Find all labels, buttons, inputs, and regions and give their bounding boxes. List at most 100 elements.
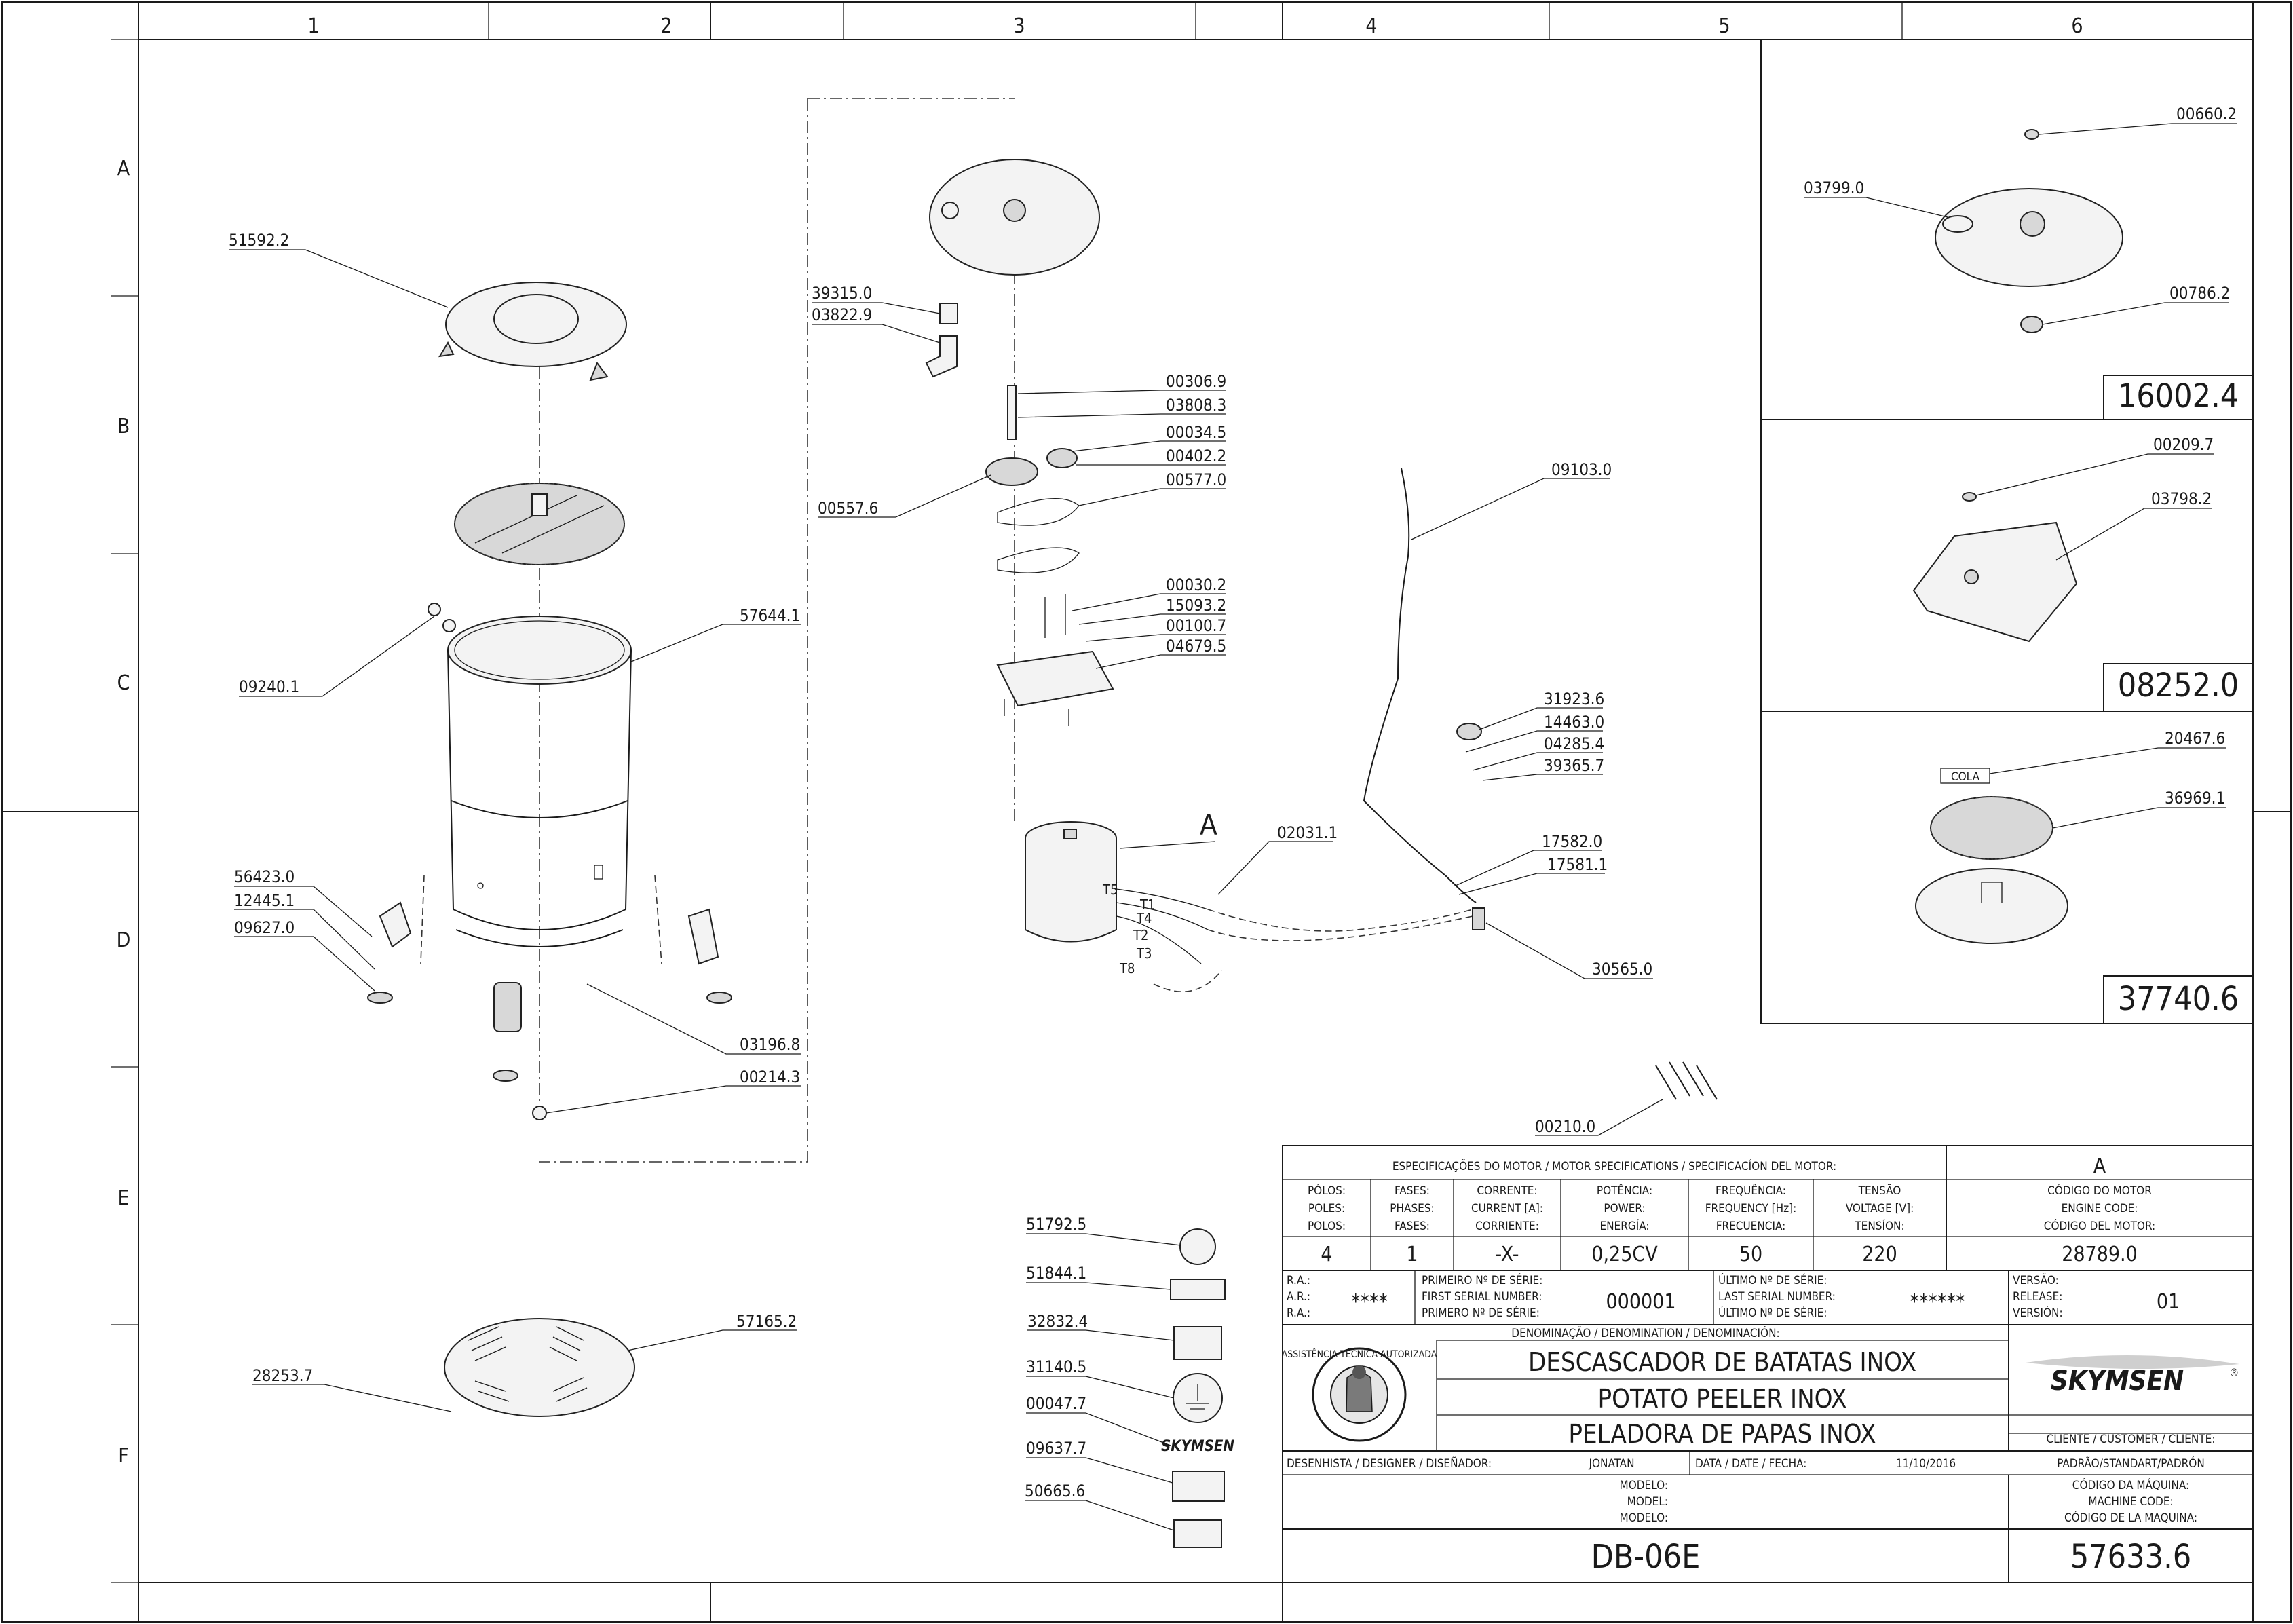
part-callouts: 51592.2 57644.1 09240.1 56423.0 12445.1 …: [229, 105, 2237, 1531]
svg-text:39365.7: 39365.7: [1544, 756, 1604, 775]
kit-code-1: 16002.4: [2118, 377, 2239, 415]
svg-text:32832.4: 32832.4: [1027, 1312, 1088, 1331]
callout-00306-9: 00306.9: [1017, 372, 1226, 394]
first-serial-label-pt: PRIMEIRO Nº DE SÉRIE:: [1422, 1272, 1542, 1287]
first-serial-label-es: PRIMERO Nº DE SÉRIE:: [1422, 1305, 1540, 1320]
svg-text:17581.1: 17581.1: [1547, 855, 1608, 874]
svg-text:14463.0: 14463.0: [1544, 713, 1604, 732]
callout-12445-1: 12445.1: [234, 891, 375, 970]
callout-00786-2: 00786.2: [2042, 284, 2230, 325]
grid-row-labels: A B C D E F: [117, 157, 131, 1468]
svg-text:12445.1: 12445.1: [234, 891, 295, 910]
grid-row-e: E: [117, 1186, 129, 1210]
callout-00034-5: 00034.5: [1072, 423, 1226, 452]
callout-28253-7: 28253.7: [252, 1366, 452, 1412]
revision-letter: A: [2093, 1154, 2106, 1178]
svg-text:02031.1: 02031.1: [1277, 823, 1338, 842]
grid-row-b: B: [117, 415, 130, 438]
callout-03799-0: 03799.0: [1804, 178, 1948, 218]
svg-text:57644.1: 57644.1: [740, 606, 800, 625]
motor-view-letter: A: [1200, 808, 1217, 842]
callout-30565-0: 30565.0: [1485, 922, 1653, 979]
denomination-label: DENOMINAÇÃO / DENOMINATION / DENOMINACIÓ…: [1511, 1325, 1779, 1340]
svg-text:09627.0: 09627.0: [234, 918, 295, 937]
svg-text:09240.1: 09240.1: [239, 677, 299, 696]
wire-label-t5: T5: [1102, 882, 1118, 898]
svg-text:51592.2: 51592.2: [229, 231, 289, 250]
callout-00577-0: 00577.0: [1078, 470, 1226, 506]
ra-label-en: A.R.:: [1287, 1290, 1310, 1304]
svg-text:15093.2: 15093.2: [1166, 596, 1226, 615]
grid-col-6: 6: [2071, 14, 2083, 38]
poles-value: 4: [1321, 1243, 1332, 1266]
callout-00047-7: 00047.7: [1026, 1394, 1171, 1446]
model-label-pt: MODELO:: [1620, 1479, 1668, 1492]
callout-00209-7: 00209.7: [1975, 435, 2214, 496]
svg-text:31140.5: 31140.5: [1026, 1357, 1086, 1376]
model-label-en: MODEL:: [1627, 1495, 1668, 1509]
svg-text:00034.5: 00034.5: [1166, 423, 1226, 442]
svg-text:00210.0: 00210.0: [1535, 1117, 1595, 1136]
seal-text: ASSISTÊNCIA TÉCNICA AUTORIZADA: [1282, 1348, 1437, 1360]
callout-51792-5: 51792.5: [1026, 1215, 1181, 1246]
svg-text:09103.0: 09103.0: [1551, 460, 1612, 479]
wire-label-t3: T3: [1136, 945, 1152, 962]
power-value: 0,25CV: [1591, 1243, 1658, 1266]
last-serial-label-es: ÚLTIMO Nº DE SÉRIE:: [1718, 1305, 1827, 1320]
svg-text:31923.6: 31923.6: [1544, 690, 1604, 709]
ra-label-pt: R.A.:: [1287, 1274, 1310, 1287]
motor-plate-part: [996, 594, 1114, 726]
frequency-value: 50: [1739, 1243, 1762, 1266]
version-label-pt: VERSÃO:: [2013, 1272, 2059, 1287]
sticker-brand: SKYMSEN: [1161, 1438, 1234, 1455]
kit-code-2: 08252.0: [2118, 666, 2239, 704]
svg-text:03808.3: 03808.3: [1166, 396, 1226, 415]
callout-03798-2: 03798.2: [2055, 489, 2212, 561]
client-value: PADRÃO/STANDART/PADRÓN: [2057, 1456, 2205, 1471]
svg-text:00209.7: 00209.7: [2153, 435, 2214, 454]
svg-text:09637.7: 09637.7: [1026, 1439, 1086, 1458]
phases-label-pt: FASES:: [1395, 1184, 1430, 1198]
callout-00557-6: 00557.6: [818, 474, 991, 518]
wiring-part: [1153, 468, 1485, 992]
first-serial-value: 000001: [1606, 1290, 1675, 1314]
svg-text:28253.7: 28253.7: [252, 1366, 313, 1385]
machine-code-value: 57633.6: [2070, 1538, 2192, 1576]
shaft-pulley-part: [985, 385, 1080, 573]
model-label-es: MODELO:: [1620, 1511, 1668, 1525]
motor-assembly: A T5 T1 T4 T2 T3 T8: [925, 159, 1718, 1100]
callout-57165-2: 57165.2: [627, 1312, 797, 1351]
callout-57644-1: 57644.1: [630, 606, 801, 662]
callout-00402-2: 00402.2: [1076, 447, 1226, 466]
svg-text:00047.7: 00047.7: [1026, 1394, 1086, 1413]
current-label-en: CURRENT [A]:: [1471, 1202, 1543, 1215]
callout-09627-0: 09627.0: [234, 918, 375, 992]
callout-00030-2: 00030.2: [1072, 575, 1226, 611]
engine-code-label-es: CÓDIGO DEL MOTOR:: [2044, 1218, 2155, 1233]
machine-code-label-en: MACHINE CODE:: [2088, 1495, 2173, 1509]
grid-col-4: 4: [1365, 14, 1377, 38]
motor-spec-header: ESPECIFICAÇÕES DO MOTOR / MOTOR SPECIFIC…: [1392, 1158, 1836, 1173]
engine-code-value: 28789.0: [2062, 1243, 2138, 1266]
name-spanish: PELADORA DE PAPAS INOX: [1568, 1419, 1876, 1449]
bolts-part: [428, 603, 456, 632]
label-icons: SKYMSEN: [1161, 1228, 1234, 1548]
brand-logo: SKYMSEN ®: [2026, 1355, 2239, 1397]
svg-text:00557.6: 00557.6: [818, 499, 878, 518]
callout-31140-5: 31140.5: [1026, 1357, 1175, 1399]
ra-value: ****: [1351, 1290, 1388, 1314]
svg-text:00030.2: 00030.2: [1166, 575, 1226, 594]
model-value: DB-06E: [1591, 1538, 1701, 1576]
callout-04285-4: 04285.4: [1472, 734, 1604, 771]
nozzle-part: [925, 303, 958, 378]
wire-label-t8: T8: [1119, 960, 1135, 977]
version-label-es: VERSIÓN:: [2013, 1305, 2063, 1320]
wire-terminal-labels: T5 T1 T4 T2 T3 T8: [1102, 882, 1155, 977]
power-label-en: POWER:: [1604, 1202, 1645, 1215]
frequency-label-en: FREQUENCY [Hz]:: [1705, 1202, 1797, 1215]
callout-17582-0: 17582.0: [1455, 832, 1602, 886]
engine-code-label-pt: CÓDIGO DO MOTOR: [2047, 1183, 2152, 1198]
client-label: CLIENTE / CUSTOMER / CLIENTE:: [2047, 1433, 2216, 1446]
name-english: POTATO PEELER INOX: [1597, 1384, 1846, 1414]
callout-03822-9: 03822.9: [812, 305, 941, 343]
